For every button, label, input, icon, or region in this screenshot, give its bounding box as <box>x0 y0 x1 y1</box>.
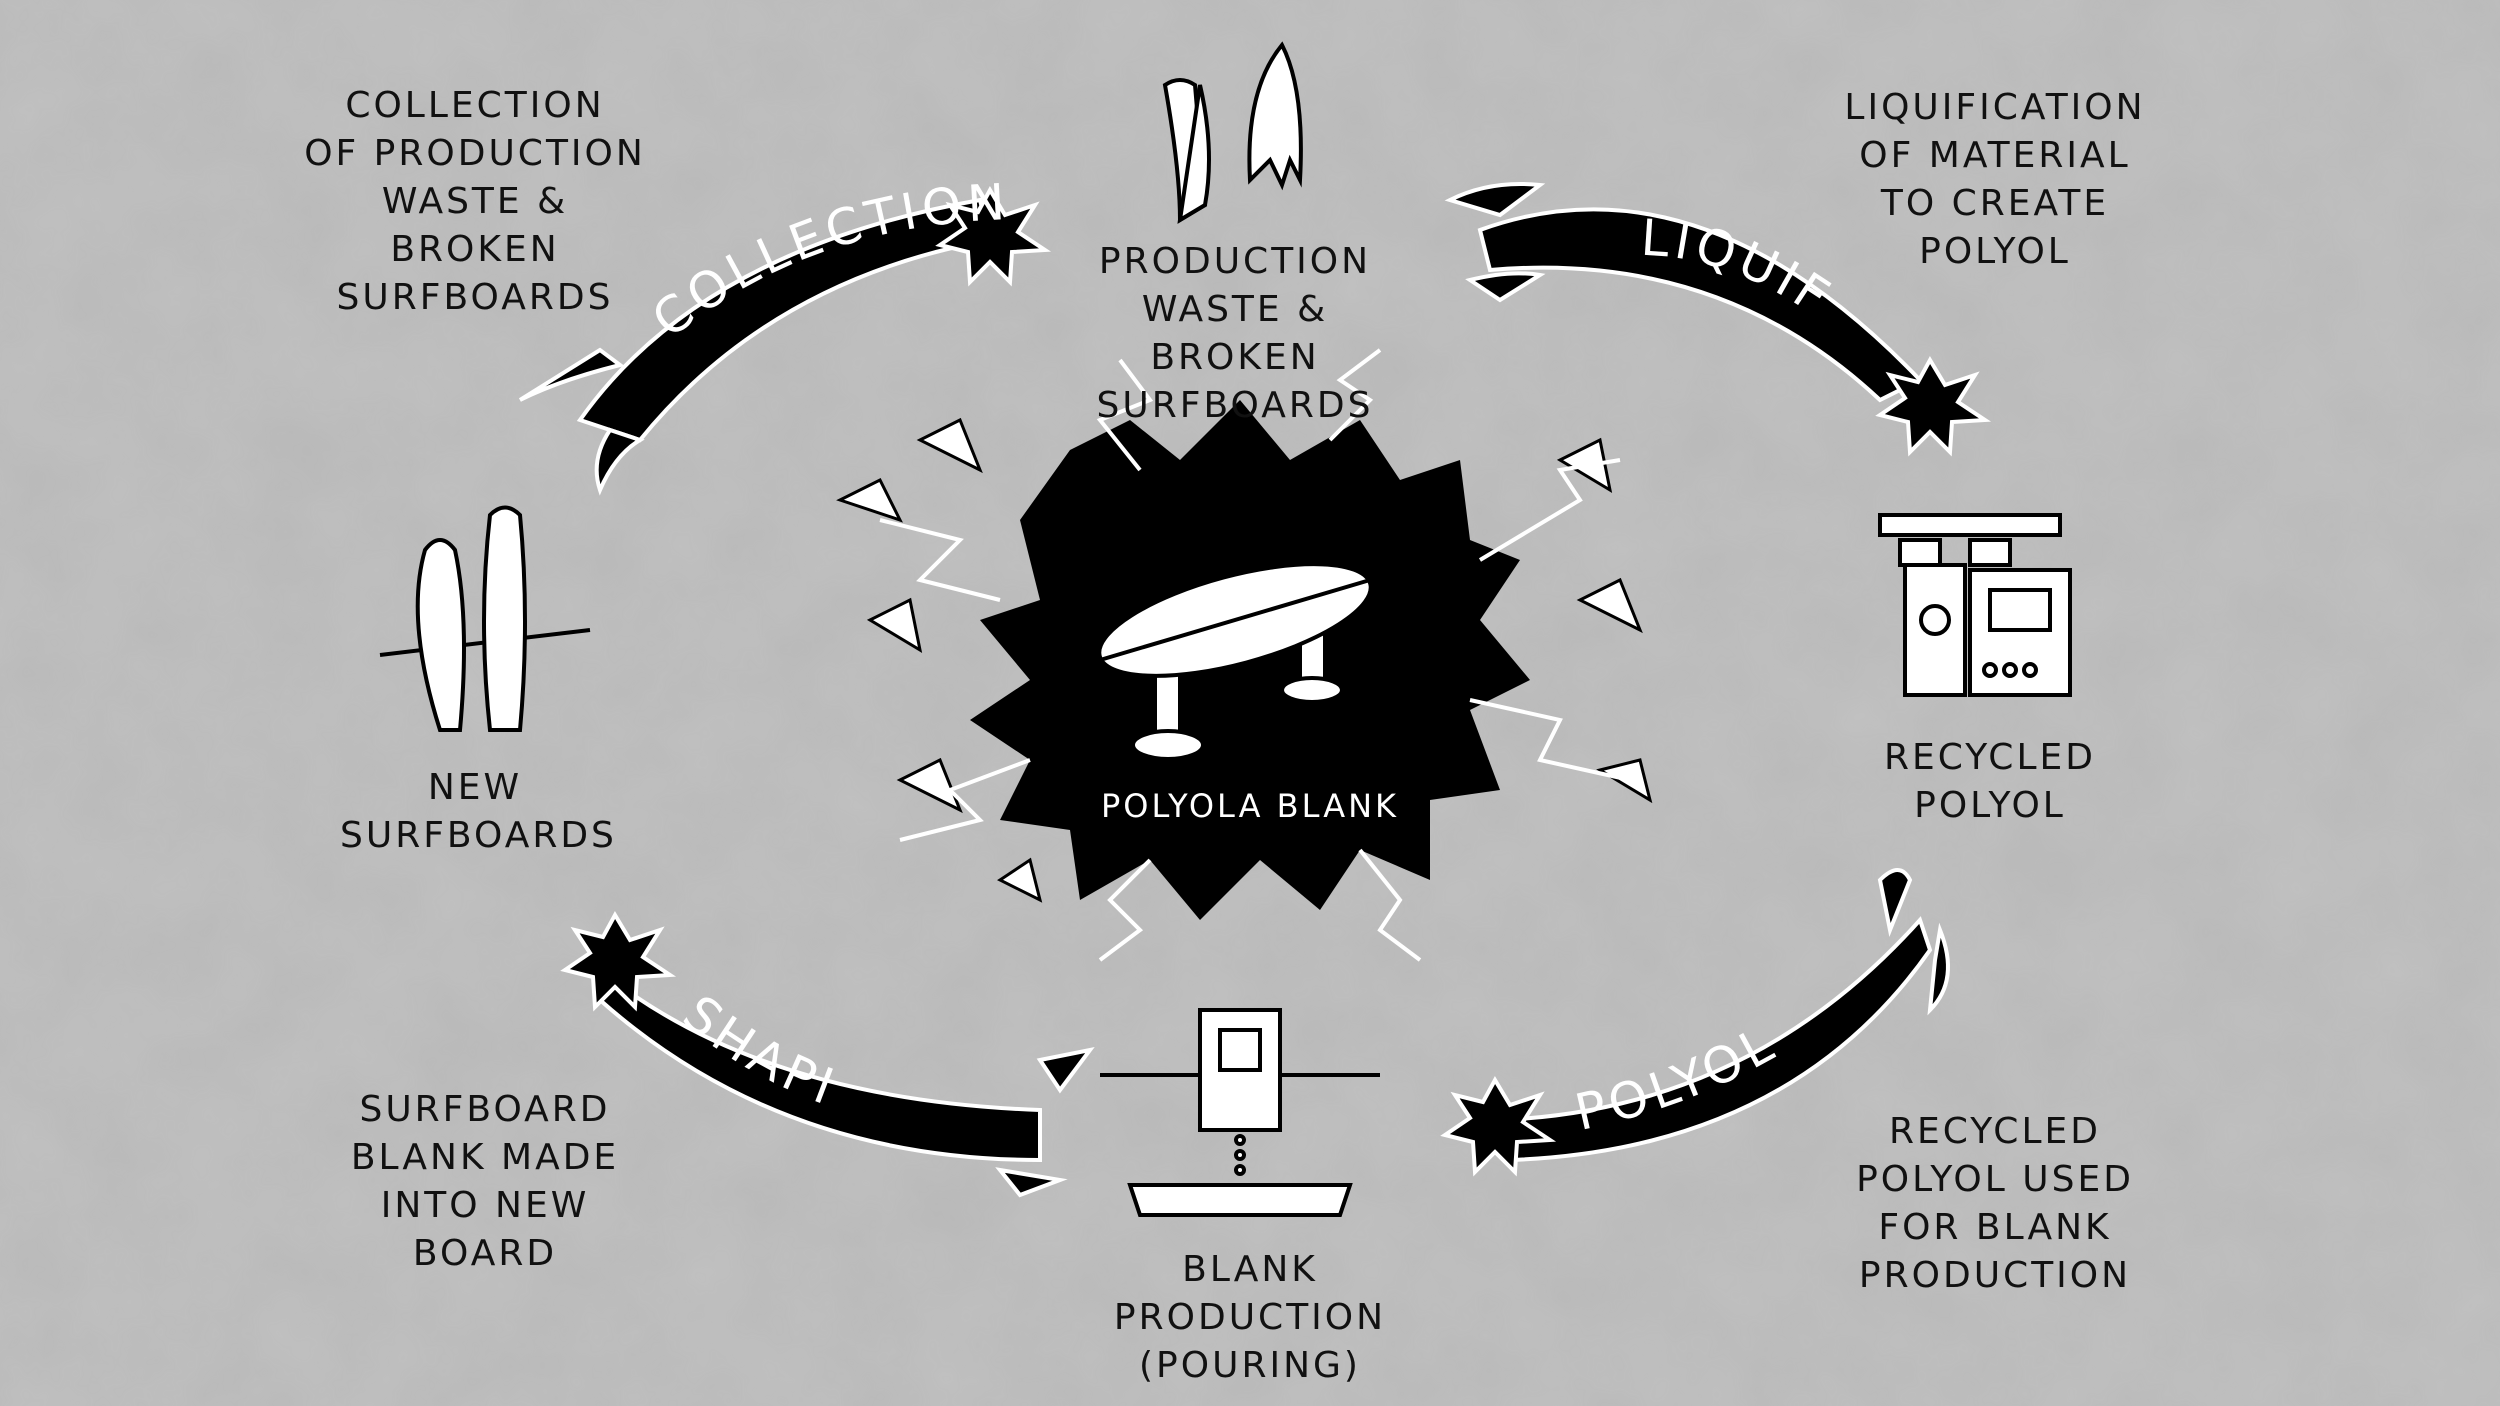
collection-banner-text: COLLECTION <box>642 173 1012 349</box>
collection-description: COLLECTION OF PRODUCTION WASTE & BROKEN … <box>304 85 646 318</box>
production-waste-label: PRODUCTION WASTE & BROKEN SURFBOARDS <box>1096 241 1374 426</box>
new-surfboards-label: NEW SURFBOARDS <box>340 767 617 856</box>
new-surfboards-icon <box>379 505 591 732</box>
polyol-star <box>1440 1075 1557 1177</box>
polyola-blank-title: POLYOLA BLANK <box>1101 787 1399 825</box>
polyola-blank-explosion <box>836 348 1653 962</box>
polyol-machine-icon <box>1878 513 2072 697</box>
shaping-star <box>560 910 677 1012</box>
liquify-star <box>1875 355 1992 457</box>
recycled-polyol-label: RECYCLED POLYOL <box>1884 737 2096 826</box>
blank-production-label: BLANK PRODUCTION (POURING) <box>1113 1249 1387 1386</box>
collection-star <box>935 185 1052 287</box>
pouring-machine-icon <box>1100 1008 1380 1217</box>
broken-surfboards-icon <box>1162 41 1303 224</box>
surfboard-blank-description: SURFBOARD BLANK MADE INTO NEW BOARD <box>350 1089 620 1274</box>
liquify-banner-text: LIQUIFY <box>0 0 1843 328</box>
liquification-description: LIQUIFICATION OF MATERIAL TO CREATE POLY… <box>1844 87 2146 272</box>
surfboard-blank-icon <box>1097 562 1373 678</box>
recycled-polyol-used-description: RECYCLED POLYOL USED FOR BLANK PRODUCTIO… <box>1856 1111 2134 1296</box>
